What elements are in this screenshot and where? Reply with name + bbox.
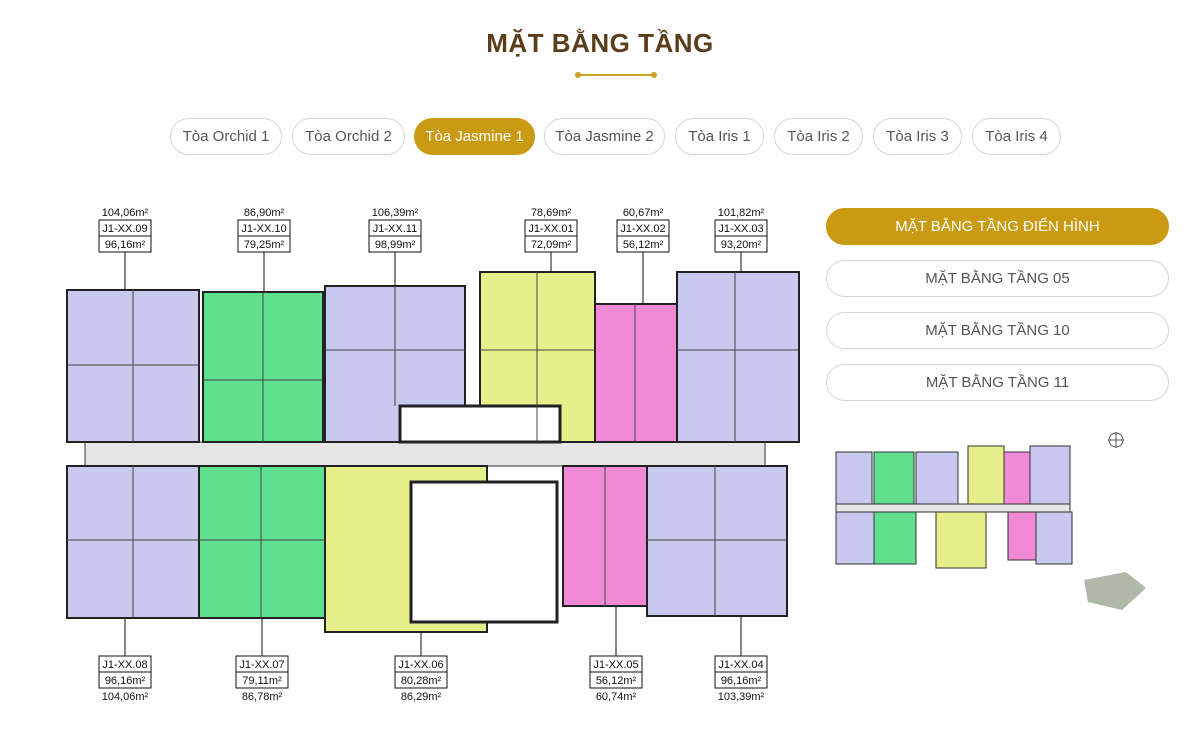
tab-orchid-1[interactable]: Tòa Orchid 1 [170,118,282,155]
label-gross: 104,06m² [102,691,149,703]
label-net: 96,16m² [721,675,762,687]
tab-orchid-2[interactable]: Tòa Orchid 2 [292,118,405,155]
label-net: 98,99m² [375,239,416,251]
floor-11-button[interactable]: MẶT BẰNG TẦNG 11 [826,364,1169,401]
label-code: J1-XX.08 [102,659,147,671]
tab-jasmine-1[interactable]: Tòa Jasmine 1 [414,118,535,155]
label-net: 72,09m² [531,239,572,251]
tab-iris-4[interactable]: Tòa Iris 4 [972,118,1061,155]
stair-core-bottom [409,480,559,624]
floor-plan-thumbnail[interactable] [826,410,1169,625]
label-code: J1-XX.03 [718,223,763,235]
label-code: J1-XX.05 [593,659,638,671]
label-gross: 60,67m² [623,207,664,219]
tab-iris-3[interactable]: Tòa Iris 3 [873,118,962,155]
floor-typical-button[interactable]: MẶT BẰNG TẦNG ĐIỂN HÌNH [826,208,1169,245]
tab-iris-2[interactable]: Tòa Iris 2 [774,118,863,155]
label-net: 93,20m² [721,239,762,251]
corridor [84,441,766,467]
label-gross: 106,39m² [372,207,419,219]
label-code: J1-XX.11 [373,223,417,235]
label-net: 56,12m² [623,239,664,251]
unit-j1-02 [594,303,678,443]
label-gross: 101,82m² [718,207,765,219]
tab-jasmine-2[interactable]: Tòa Jasmine 2 [544,118,665,155]
unit-j1-07 [198,465,326,619]
label-gross: 78,69m² [531,207,572,219]
label-net: 79,11m² [242,675,282,687]
label-gross: 60,74m² [596,691,637,703]
label-net: 96,16m² [105,675,146,687]
label-gross: 86,78m² [242,691,283,703]
label-net: 56,12m² [596,675,637,687]
building-tabs: Tòa Orchid 1 Tòa Orchid 2 Tòa Jasmine 1 … [0,118,1200,155]
unit-j1-03 [676,271,800,443]
label-net: 79,25m² [244,239,285,251]
label-gross: 86,90m² [244,207,285,219]
label-code: J1-XX.09 [102,223,147,235]
stair-core-top [398,404,562,444]
page-title: MẶT BẰNG TẦNG [486,28,714,58]
label-net: 96,16m² [105,239,146,251]
label-code: J1-XX.10 [241,223,286,235]
floor-05-button[interactable]: MẶT BẰNG TẦNG 05 [826,260,1169,297]
label-code: J1-XX.07 [239,659,284,671]
label-code: J1-XX.04 [718,659,763,671]
label-code: J1-XX.06 [398,659,443,671]
title-divider [575,72,657,78]
label-code: J1-XX.02 [620,223,665,235]
label-gross: 86,29m² [401,691,442,703]
unit-j1-04 [646,465,788,617]
label-gross: 103,39m² [718,691,765,703]
floor-10-button[interactable]: MẶT BẰNG TẦNG 10 [826,312,1169,349]
floor-plan[interactable]: 104,06m² J1-XX.09 96,16m² 86,90m² J1-XX.… [55,200,805,710]
label-gross: 104,06m² [102,207,149,219]
tab-iris-1[interactable]: Tòa Iris 1 [675,118,764,155]
label-code: J1-XX.01 [528,223,573,235]
label-net: 80,28m² [401,675,442,687]
